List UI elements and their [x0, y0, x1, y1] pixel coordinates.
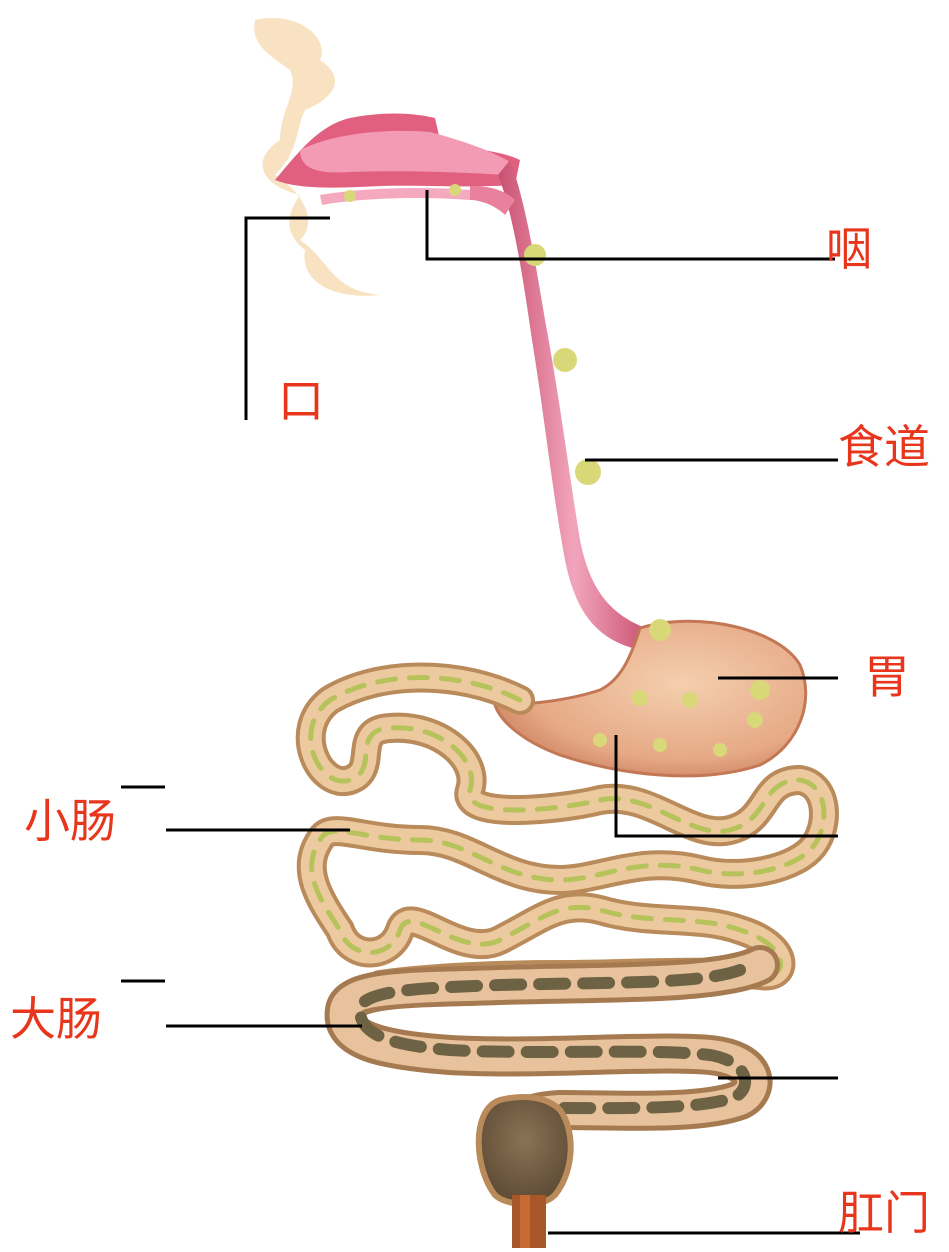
label-esophagus: 食道 [838, 424, 930, 470]
esophagus-tube [470, 160, 650, 650]
label-pharynx: 咽 [826, 226, 872, 272]
label-small-intestine: 小肠 [24, 798, 116, 844]
label-mouth: 口 [278, 378, 324, 424]
label-stomach: 胃 [864, 654, 910, 700]
label-anus: 肛门 [838, 1190, 930, 1236]
label-large-intestine: 大肠 [10, 996, 102, 1042]
rectum-anus [479, 1097, 571, 1248]
